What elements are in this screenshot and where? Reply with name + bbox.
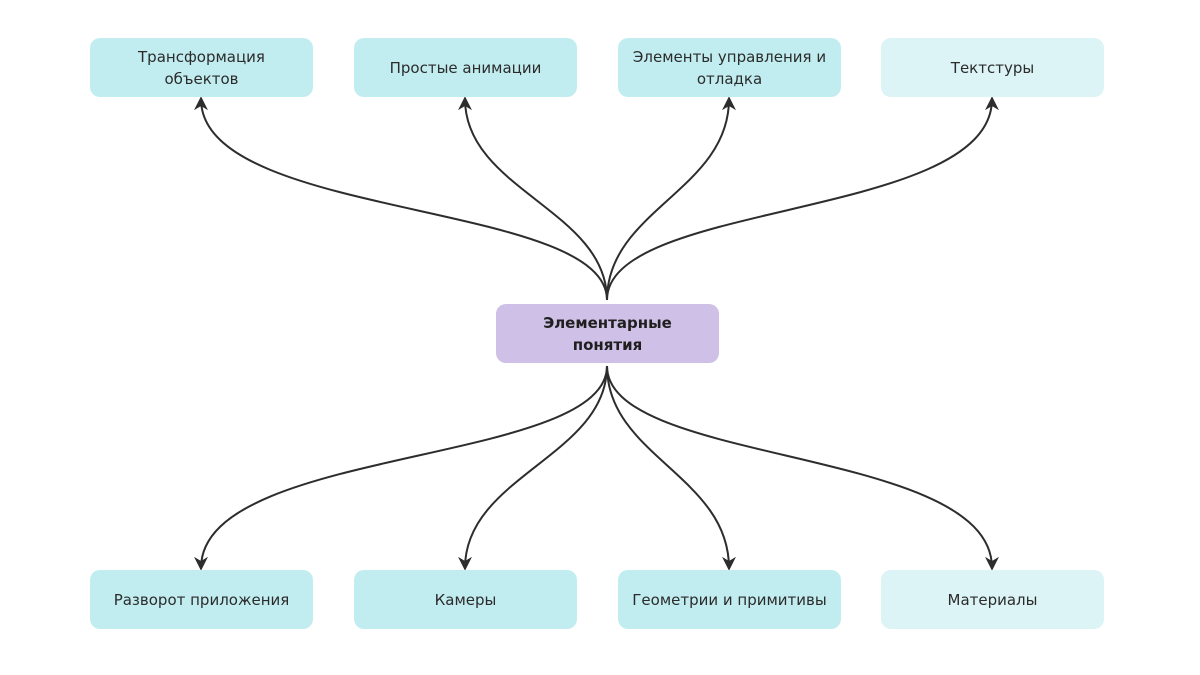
node-transformacija-obektov[interactable]: Трансформация объектов xyxy=(90,38,313,97)
node-label: Тектстуры xyxy=(950,58,1035,77)
node-label: Разворот приложения xyxy=(113,590,290,609)
central-node-label: Элементарные понятия xyxy=(543,313,672,354)
edge-center-to-top-2 xyxy=(458,96,608,301)
node-prostye-animacii[interactable]: Простые анимации xyxy=(354,38,577,97)
node-label: Геометрии и примитивы xyxy=(632,590,827,609)
node-kamery[interactable]: Камеры xyxy=(354,570,577,629)
node-razvorot-prilozhenija[interactable]: Разворот приложения xyxy=(90,570,313,629)
node-label: Материалы xyxy=(947,590,1038,609)
node-label: Трансформация объектов xyxy=(138,47,265,88)
node-tekstury[interactable]: Тектстуры xyxy=(881,38,1104,97)
edge-center-to-top-3 xyxy=(606,96,736,301)
node-materialy[interactable]: Материалы xyxy=(881,570,1104,629)
node-label: Камеры xyxy=(434,590,497,609)
edge-center-to-top-1 xyxy=(194,96,608,301)
edge-center-to-top-4 xyxy=(606,96,999,301)
edge-center-to-bottom-1 xyxy=(194,365,608,571)
node-geometrii-i-primitivy[interactable]: Геометрии и примитивы xyxy=(618,570,841,629)
edge-center-to-bottom-2 xyxy=(458,365,608,571)
node-label: Элементы управления и отладка xyxy=(632,47,827,88)
node-label: Простые анимации xyxy=(389,58,542,77)
central-node-elementarnye-ponjatija[interactable]: Элементарные понятия xyxy=(496,304,719,363)
edge-center-to-bottom-4 xyxy=(606,365,999,571)
node-elementy-upravlenija-i-otladka[interactable]: Элементы управления и отладка xyxy=(618,38,841,97)
edge-center-to-bottom-3 xyxy=(606,365,736,571)
